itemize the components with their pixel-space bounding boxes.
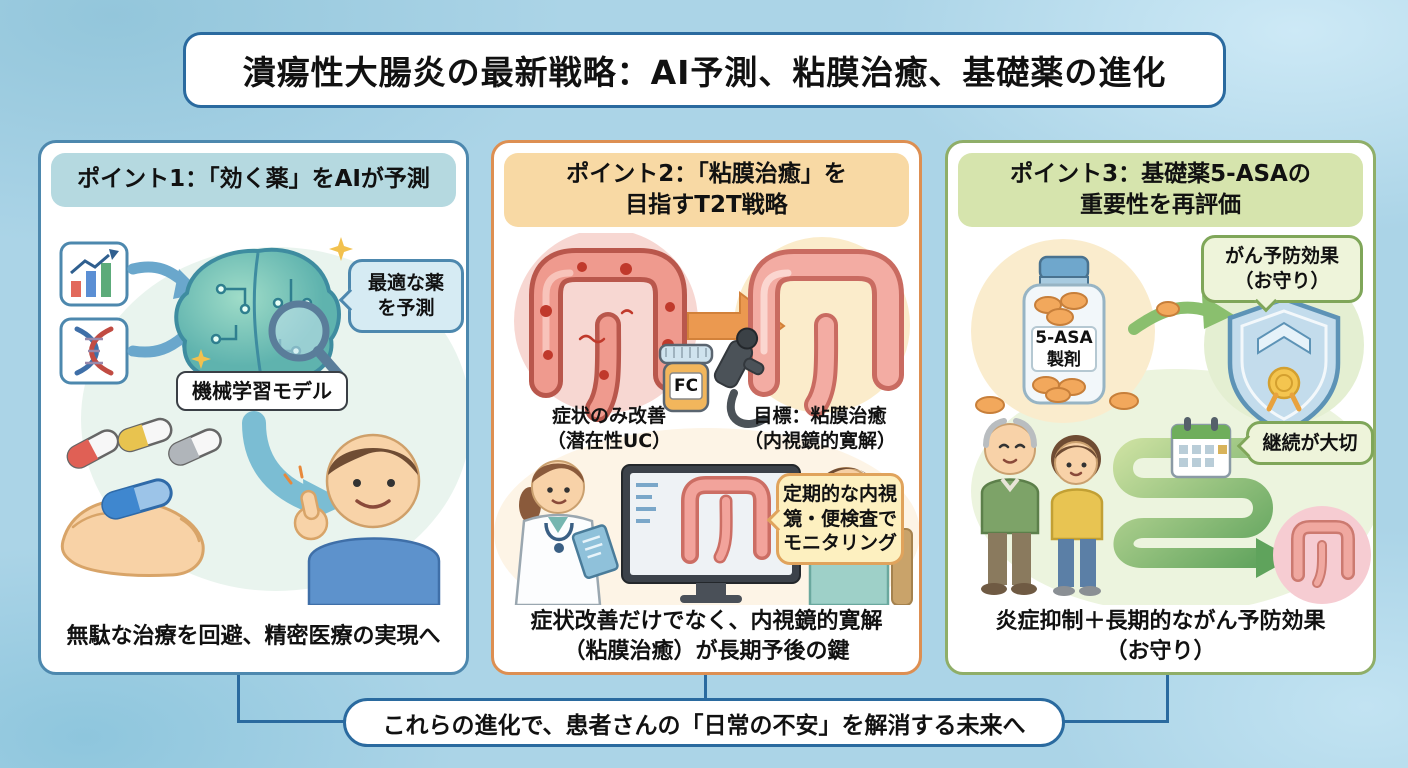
- connector-line: [237, 720, 347, 723]
- dna-icon: [59, 317, 129, 385]
- panel-ai-prediction: ポイント1：「効く薬」をAIが予測 最適な薬 を予測 機械学習モデル 無駄な治療…: [38, 140, 469, 675]
- panel-mucosal-healing: ポイント2：「粘膜治癒」を 目指すT2T戦略 FC 症状のみ改善 （潜在性UC）…: [491, 140, 922, 675]
- panel2-header: ポイント2：「粘膜治癒」を 目指すT2T戦略: [504, 153, 909, 227]
- footer-message: これらの進化で、患者さんの「日常の不安」を解消する未来へ: [343, 698, 1065, 747]
- panel2-caption: 症状改善だけでなく、内視鏡的寛解 （粘膜治癒）が長期予後の鍵: [530, 609, 883, 664]
- elderly-couple-figures: [980, 418, 1104, 596]
- connector-line: [704, 673, 707, 702]
- pill-icons: [975, 392, 1139, 414]
- continuation-bubble: 継続が大切: [1246, 421, 1374, 465]
- prediction-speech-bubble: 最適な薬 を予測: [348, 259, 464, 333]
- patient-thumbs-up-figure: [283, 433, 441, 605]
- fc-jar-label: FC: [673, 375, 699, 396]
- panel3-header: ポイント3：基礎薬5-ASAの 重要性を再評価: [958, 153, 1363, 227]
- monitoring-speech-bubble: 定期的な内視 鏡・便検査で モニタリング: [776, 473, 904, 565]
- panel-5asa-reevaluation: ポイント3：基礎薬5-ASAの 重要性を再評価 5-ASA 製剤 がん予防効果 …: [945, 140, 1376, 675]
- goal-label: 目標：粘膜治癒 （内視鏡的寛解）: [743, 405, 896, 452]
- hand-with-pill-icon: [60, 478, 205, 577]
- ml-model-label: 機械学習モデル: [176, 371, 348, 411]
- inflamed-colon-icon: [529, 248, 687, 422]
- calendar-icon: [1170, 417, 1232, 479]
- shield-icon: [1227, 296, 1341, 435]
- panel1-caption: 無駄な治療を回避、精密医療の実現へ: [66, 624, 441, 650]
- bottle-label: 5-ASA 製剤: [1035, 327, 1093, 370]
- endoscope-icon: [713, 327, 768, 428]
- symptoms-only-label: 症状のみ改善 （潜在性UC）: [546, 405, 672, 452]
- cancer-prevention-bubble: がん予防効果 （お守り）: [1201, 235, 1363, 303]
- connector-line: [1166, 673, 1169, 723]
- doctor-figure: [514, 460, 619, 605]
- panel1-header: ポイント1：「効く薬」をAIが予測: [51, 153, 456, 207]
- panel3-caption: 炎症抑制＋長期的ながん予防効果 （お守り）: [995, 609, 1326, 664]
- page-title: 潰瘍性大腸炎の最新戦略：AI予測、粘膜治癒、基礎薬の進化: [183, 32, 1226, 108]
- panel2-illustration: [494, 233, 919, 605]
- connector-line: [1062, 720, 1169, 723]
- connector-line: [237, 673, 240, 723]
- healthy-colon-icon: [748, 249, 904, 417]
- medicine-bottle-icon: [1022, 255, 1106, 405]
- fc-test-jar-icon: [658, 343, 714, 413]
- chart-icon: [59, 241, 129, 307]
- prevention-arrow-icon: [1128, 295, 1234, 335]
- healthy-colon-icon: [1273, 506, 1371, 604]
- panel1-illustration: [59, 237, 466, 605]
- monitor-icon: [621, 464, 801, 603]
- capsule-icons: [66, 417, 222, 469]
